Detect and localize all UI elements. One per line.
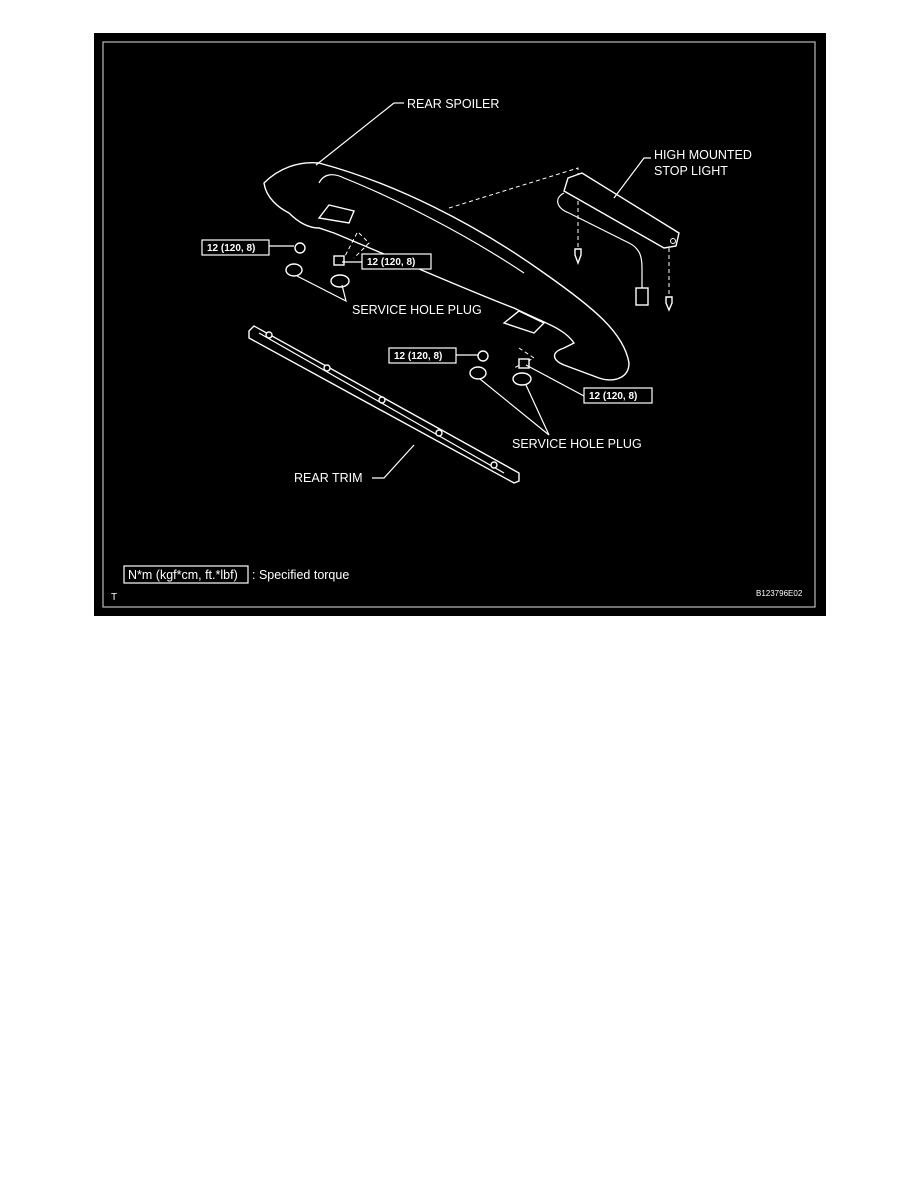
rear-spoiler-label: REAR SPOILER xyxy=(407,97,499,111)
nut-icon xyxy=(477,350,489,362)
nut-icon xyxy=(333,255,345,266)
torque-legend-box xyxy=(123,565,249,584)
high-mounted-stop-light-part xyxy=(557,172,680,312)
diagram-canvas: REAR SPOILER HIGH MOUNTED STOP LIGHT 12 … xyxy=(102,41,816,608)
rear-spoiler-leader xyxy=(315,102,395,166)
high-mounted-stop-light-label-1: HIGH MOUNTED xyxy=(654,148,752,162)
nut-icon xyxy=(518,358,530,369)
rear-trim-part xyxy=(248,325,520,484)
nut-icon xyxy=(294,242,306,254)
torque-label: 12 (120, 8) xyxy=(207,243,255,254)
torque-legend-description: : Specified torque xyxy=(252,568,349,582)
high-mounted-stop-light-label-2: STOP LIGHT xyxy=(654,164,728,178)
service-hole-plug-icon xyxy=(330,274,350,288)
service-hole-plug-icon xyxy=(512,372,532,386)
torque-label: 12 (120, 8) xyxy=(367,257,415,268)
figure-code: B123796E02 xyxy=(756,589,803,598)
torque-label: 12 (120, 8) xyxy=(394,351,442,362)
rear-spoiler-part xyxy=(263,161,630,381)
torque-label: 12 (120, 8) xyxy=(589,391,637,402)
service-hole-plug-icon xyxy=(285,263,303,277)
rear-trim-label: REAR TRIM xyxy=(294,471,363,485)
service-hole-plug-label-1: SERVICE HOLE PLUG xyxy=(352,303,482,317)
service-hole-plug-icon xyxy=(469,366,487,380)
corner-mark: T xyxy=(111,592,117,603)
torque-legend-unit: N*m (kgf*cm, ft.*lbf) xyxy=(128,568,238,582)
inner-frame xyxy=(102,41,816,608)
service-hole-plug-label-2: SERVICE HOLE PLUG xyxy=(512,437,642,451)
exploded-view-diagram: REAR SPOILER HIGH MOUNTED STOP LIGHT 12 … xyxy=(94,33,826,616)
